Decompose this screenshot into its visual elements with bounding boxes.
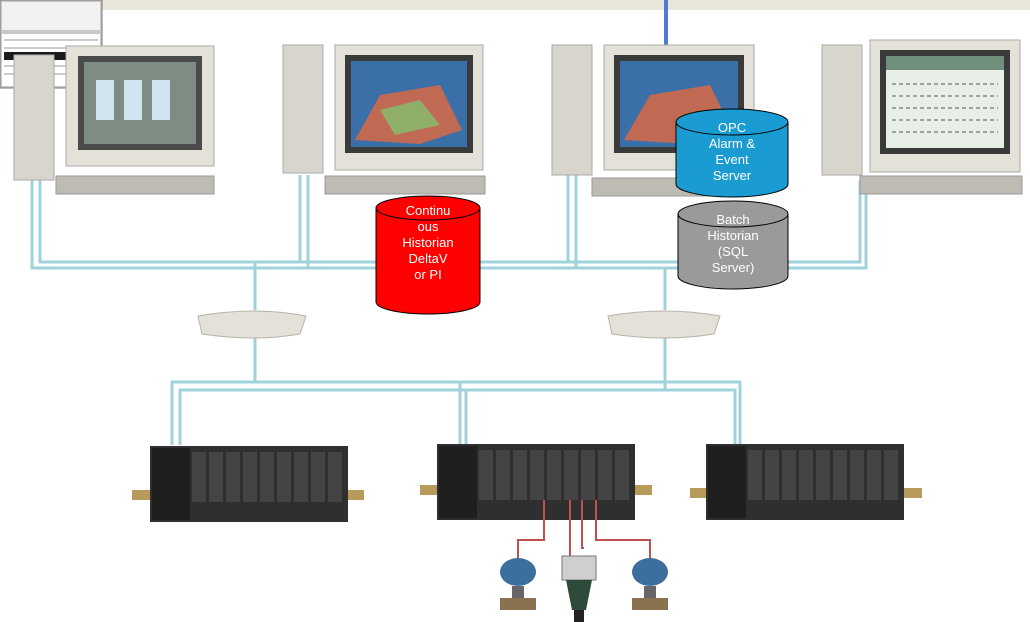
controller-network [170, 332, 742, 445]
switch-icon [607, 310, 721, 339]
batch-historian-database-icon [677, 200, 789, 290]
transmitter-icon [561, 555, 597, 622]
top-band [0, 0, 1030, 10]
opc-server-database-icon [675, 108, 789, 198]
valve-icon [632, 558, 668, 610]
field-wiring [517, 500, 651, 560]
workstation-icon [551, 44, 755, 197]
workstation-icon [821, 39, 1023, 195]
io-rack-icon [420, 444, 652, 520]
workstation-icon [13, 45, 215, 195]
io-rack-icon [690, 444, 922, 520]
switch-icon [197, 310, 307, 339]
valve-icon [500, 558, 536, 610]
workstation-icon [282, 44, 486, 195]
continuous-historian-database-icon [375, 195, 481, 315]
io-rack-icon [132, 446, 364, 522]
